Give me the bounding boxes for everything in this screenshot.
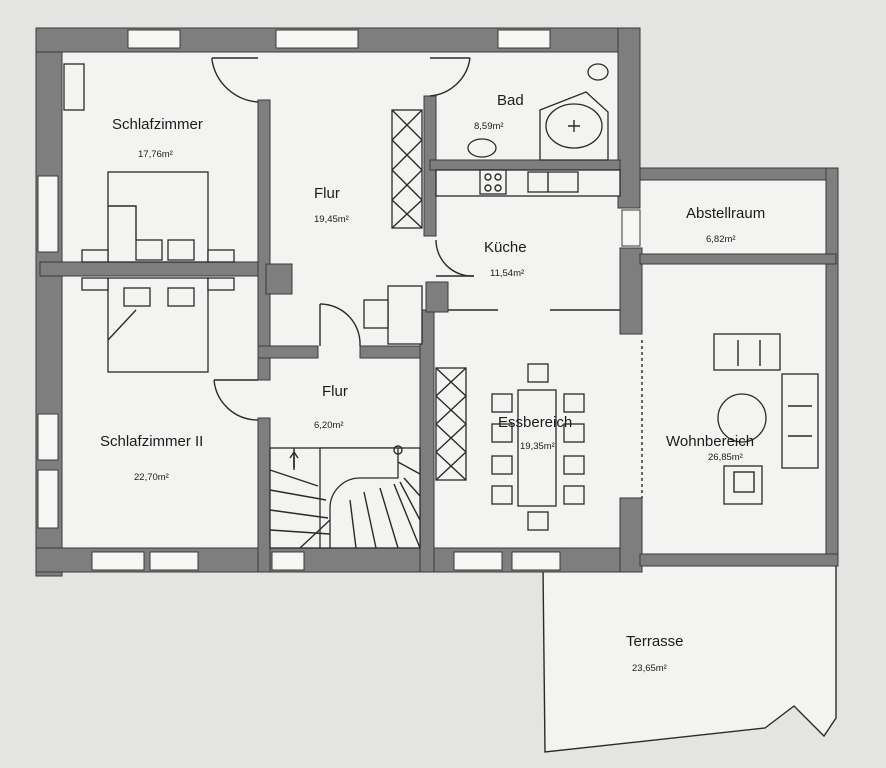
bathroom-fixtures: [467, 63, 609, 161]
room-labels: Schlafzimmer 17,76m² Flur 19,45m² Bad 8,…: [100, 92, 765, 674]
room-name-abstellraum: Abstellraum: [686, 205, 765, 222]
room-area-bad: 8,59m²: [474, 121, 504, 132]
living-room-set: [713, 333, 819, 505]
room-name-flur-lower: Flur: [322, 383, 348, 400]
kitchen-counter: [363, 169, 621, 345]
wardrobes: [63, 63, 467, 481]
room-area-wohnbereich: 26,85m²: [708, 452, 743, 463]
room-name-kueche: Küche: [484, 239, 527, 256]
dining-set: [491, 363, 585, 531]
room-area-essbereich: 19,35m²: [520, 441, 555, 452]
room-name-flur-upper: Flur: [314, 185, 340, 202]
room-area-abstellraum: 6,82m²: [706, 234, 736, 245]
doors: [211, 57, 643, 498]
room-area-flur-upper: 19,45m²: [314, 214, 349, 225]
terrace: [542, 561, 837, 753]
room-area-schlafzimmer: 17,76m²: [138, 149, 173, 160]
room-name-wohnbereich: Wohnbereich: [666, 433, 754, 450]
room-name-schlafzimmer-2: Schlafzimmer II: [100, 433, 203, 450]
room-area-flur-lower: 6,20m²: [314, 420, 344, 431]
room-name-essbereich: Essbereich: [498, 414, 572, 431]
beds: [81, 171, 235, 373]
room-name-schlafzimmer: Schlafzimmer: [112, 116, 203, 133]
room-name-bad: Bad: [497, 92, 524, 109]
room-area-terrasse: 23,65m²: [632, 663, 667, 674]
room-area-kueche: 11,54m²: [490, 268, 524, 279]
staircase: [269, 445, 421, 549]
room-area-schlafzimmer-2: 22,70m²: [134, 472, 169, 483]
windows: [37, 29, 641, 571]
room-name-terrasse: Terrasse: [626, 633, 684, 650]
